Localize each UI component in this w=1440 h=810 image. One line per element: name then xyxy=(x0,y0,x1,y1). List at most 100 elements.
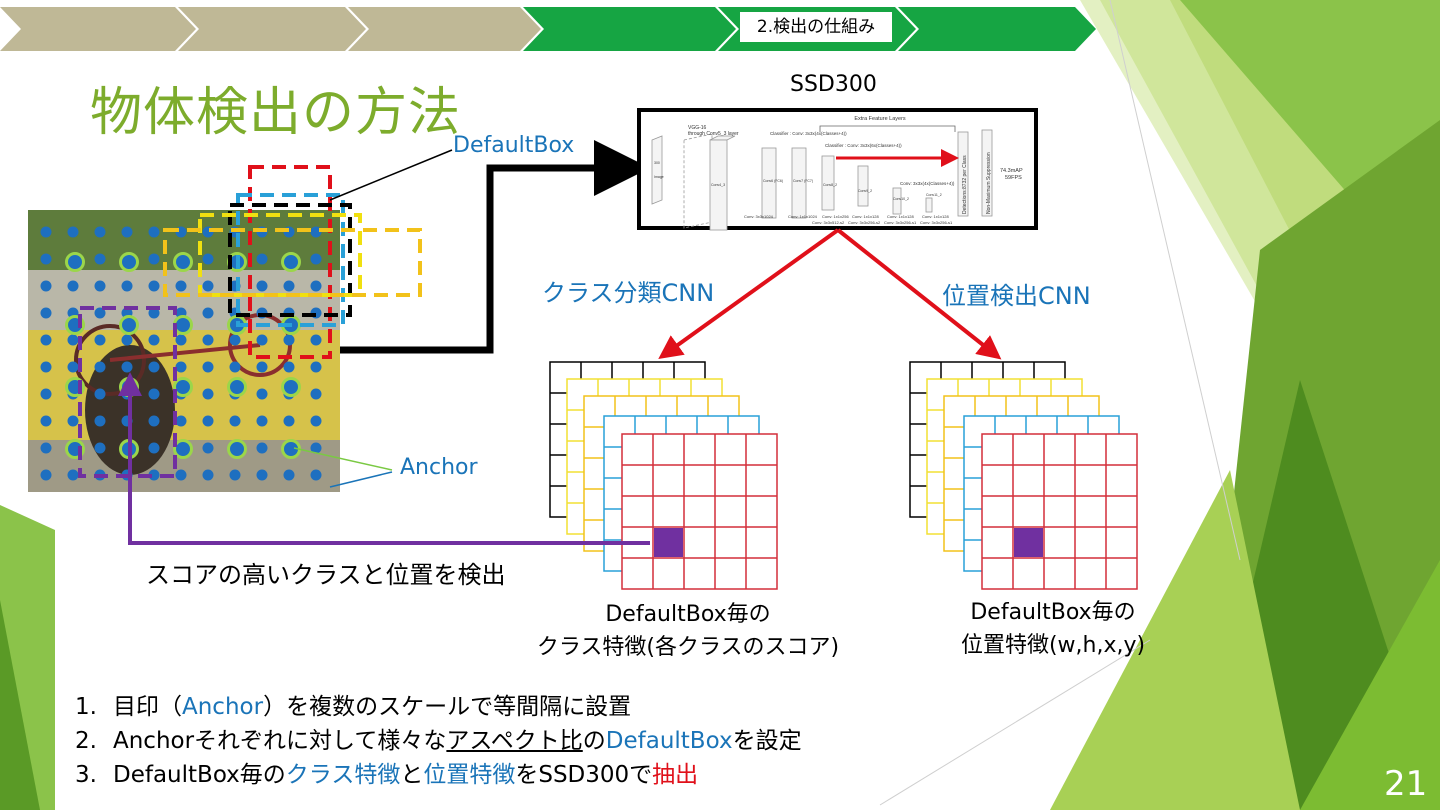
step-text: ）を複数のスケールで等間隔に設置 xyxy=(263,694,632,720)
step-3: 3.DefaultBox毎のクラス特徴と位置特徴をSSD300で抽出 xyxy=(75,758,802,792)
anchor-dot xyxy=(148,253,160,265)
image-label: Image xyxy=(654,175,664,179)
class-cnn-label: クラス分類CNN xyxy=(542,279,715,307)
anchor-dot xyxy=(310,361,322,373)
highlighted-cell xyxy=(654,528,683,557)
anchor-dot xyxy=(40,334,52,346)
anchor-dot xyxy=(94,280,106,292)
anchor-dot xyxy=(121,334,133,346)
feature-map-layer xyxy=(621,433,778,590)
anchor-dot xyxy=(256,361,268,373)
anchor-point xyxy=(173,315,193,335)
anchor-dot xyxy=(121,361,133,373)
anchor-dot xyxy=(229,469,241,481)
ops2-label: Conv: 1x1x1024 xyxy=(788,214,818,219)
anchor-dot xyxy=(202,388,214,400)
ssd300-network-diagram: Extra Feature Layers VGG-16 through Conv… xyxy=(637,108,1038,231)
default-boxes xyxy=(78,165,422,478)
class-cnn-arrow xyxy=(658,228,840,359)
anchor-callout-line xyxy=(293,447,393,471)
class-feature-maps xyxy=(549,361,778,590)
anchor-dot xyxy=(202,361,214,373)
anchor-dot xyxy=(148,415,160,427)
anchor-point xyxy=(281,377,301,397)
anchor-dot xyxy=(202,253,214,265)
anchor-dot xyxy=(256,442,268,454)
anchor-dot xyxy=(229,361,241,373)
ops6-label: Conv: 1x1x128 xyxy=(922,214,949,219)
anchor-dot xyxy=(94,388,106,400)
anchor-dot xyxy=(256,415,268,427)
step-text: と xyxy=(400,762,424,788)
anchor-dot xyxy=(256,280,268,292)
anchor-dot xyxy=(148,388,160,400)
step-highlight: 位置特徴 xyxy=(423,762,516,788)
class-caption-line1: DefaultBox毎の xyxy=(605,602,771,627)
anchor-dot xyxy=(310,442,322,454)
nms-label: Non-Maximum Suppression xyxy=(986,152,992,214)
anchor-dot xyxy=(94,307,106,319)
map-label: 74.3mAP xyxy=(1000,168,1023,174)
anchor-dot xyxy=(148,307,160,319)
step-text: 目印（ xyxy=(113,694,182,720)
anchor-callout-line xyxy=(329,471,393,488)
ops6b-label: Conv: 3x3x256-s1 xyxy=(920,220,953,225)
anchor-dot xyxy=(310,226,322,238)
anchor-dot xyxy=(310,415,322,427)
anchor-point xyxy=(173,439,193,459)
position-feature-caption: DefaultBox毎の 位置特徴(w,h,x,y) xyxy=(938,596,1168,662)
classifier2-label: Classifier : Conv: 3x3x(6x(Classes+4)) xyxy=(825,143,902,148)
anchor-dot xyxy=(40,226,52,238)
conv9-label: Conv9_2 xyxy=(858,189,872,193)
fps-label: 59FPS xyxy=(1005,175,1022,181)
anchor-dot xyxy=(202,280,214,292)
page-title: 物体検出の方法 xyxy=(90,83,462,143)
vgg-label: VGG-16 xyxy=(688,125,707,131)
anchor-dot xyxy=(283,361,295,373)
anchor-dot xyxy=(94,361,106,373)
conv7-label: Conv7 (FC7) xyxy=(793,179,813,183)
conv11-label: Conv11_2 xyxy=(926,193,942,197)
anchor-dot xyxy=(94,442,106,454)
position-caption-line1: DefaultBox毎の xyxy=(970,600,1136,625)
section-tag: 2.検出の仕組み xyxy=(740,12,892,42)
anchor-dot xyxy=(202,334,214,346)
defaultbox-callout-line xyxy=(329,149,453,201)
input-arrow xyxy=(340,140,650,354)
anchor-dot xyxy=(67,334,79,346)
anchor-dot xyxy=(202,415,214,427)
anchor-dot xyxy=(256,469,268,481)
step-number: 2. xyxy=(75,728,97,754)
anchor-dot xyxy=(175,280,187,292)
conv10-label: Conv10_2 xyxy=(893,197,909,201)
anchor-dot xyxy=(40,388,52,400)
anchor-dot xyxy=(283,334,295,346)
anchor-point xyxy=(65,252,85,272)
anchor-point xyxy=(119,252,139,272)
step-1: 1.目印（Anchor）を複数のスケールで等間隔に設置 xyxy=(75,690,802,724)
anchor-dot xyxy=(256,388,268,400)
ops3-label: Conv: 1x1x256 xyxy=(822,214,849,219)
conv4-label: Conv4_3 xyxy=(711,183,725,187)
score-note: スコアの高いクラスと位置を検出 xyxy=(146,561,506,589)
ops5b-label: Conv: 3x3x256-s1 xyxy=(884,220,917,225)
anchor-dot xyxy=(310,253,322,265)
step-highlight: クラス特徴 xyxy=(285,762,401,788)
anchor-dot xyxy=(229,415,241,427)
anchor-dot xyxy=(148,334,160,346)
classifier3-label: Conv: 3x3x(4x(Classes+4)) xyxy=(900,181,955,186)
anchor-dot xyxy=(229,334,241,346)
anchor-dot xyxy=(121,280,133,292)
anchor-dot xyxy=(148,442,160,454)
anchor-label: Anchor xyxy=(400,455,478,480)
detections-label: Detections:8732 per Class xyxy=(962,155,968,214)
green-decoration xyxy=(879,0,1440,810)
anchor-dot xyxy=(256,334,268,346)
anchor-dot xyxy=(40,280,52,292)
anchor-dot xyxy=(67,415,79,427)
conv6-label: Conv6 (FC6) xyxy=(763,179,783,183)
anchor-dot xyxy=(94,415,106,427)
anchor-dot xyxy=(175,415,187,427)
ops1-label: Conv: 3x3x1024 xyxy=(744,214,774,219)
